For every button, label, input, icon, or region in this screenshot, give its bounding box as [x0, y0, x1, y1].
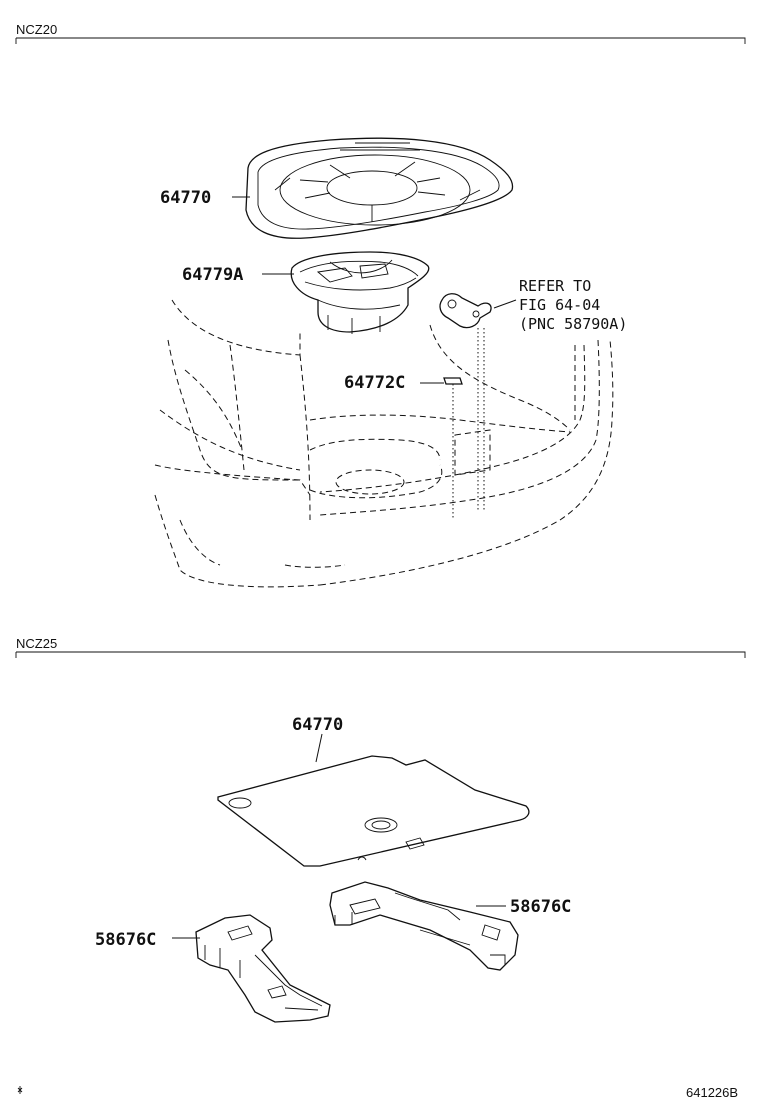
part-number-58676c-right: 58676C: [510, 897, 571, 917]
part-number-64772c: 64772C: [344, 373, 405, 393]
part-number-64779a: 64779A: [182, 265, 243, 285]
hook-64772c: [443, 377, 463, 385]
variant-label-ncz25: NCZ25: [16, 636, 57, 651]
section-ncz20: NCZ20: [15, 22, 746, 588]
tool-tray-64779a: [290, 251, 430, 334]
leader-refer: [493, 299, 517, 309]
clamp-part: [439, 293, 492, 329]
support-58676c-right: [329, 881, 519, 971]
refer-to-line-1: REFER TO: [519, 277, 591, 295]
section-bracket-ncz25: [15, 651, 746, 658]
section-bracket-ncz20: [15, 37, 746, 44]
refer-to-line-3: (PNC 58790A): [519, 315, 627, 333]
footer: 641226B: [17, 1085, 738, 1100]
part-number-64770-ncz25: 64770: [292, 715, 343, 735]
figure-code: 641226B: [686, 1085, 738, 1100]
leader-64770-ncz25: [315, 733, 323, 763]
corner-mark-icon: [17, 1086, 23, 1094]
refer-to-line-2: FIG 64-04: [519, 296, 600, 314]
support-58676c-left: [195, 914, 331, 1023]
part-number-64770-ncz20: 64770: [160, 188, 211, 208]
vehicle-rear-outline: [154, 299, 614, 588]
deck-board-ncz25: [217, 755, 530, 867]
part-number-58676c-left: 58676C: [95, 930, 156, 950]
deck-board-ncz20: [245, 137, 514, 239]
section-ncz25: NCZ25: [15, 636, 746, 1023]
variant-label-ncz20: NCZ20: [16, 22, 57, 37]
